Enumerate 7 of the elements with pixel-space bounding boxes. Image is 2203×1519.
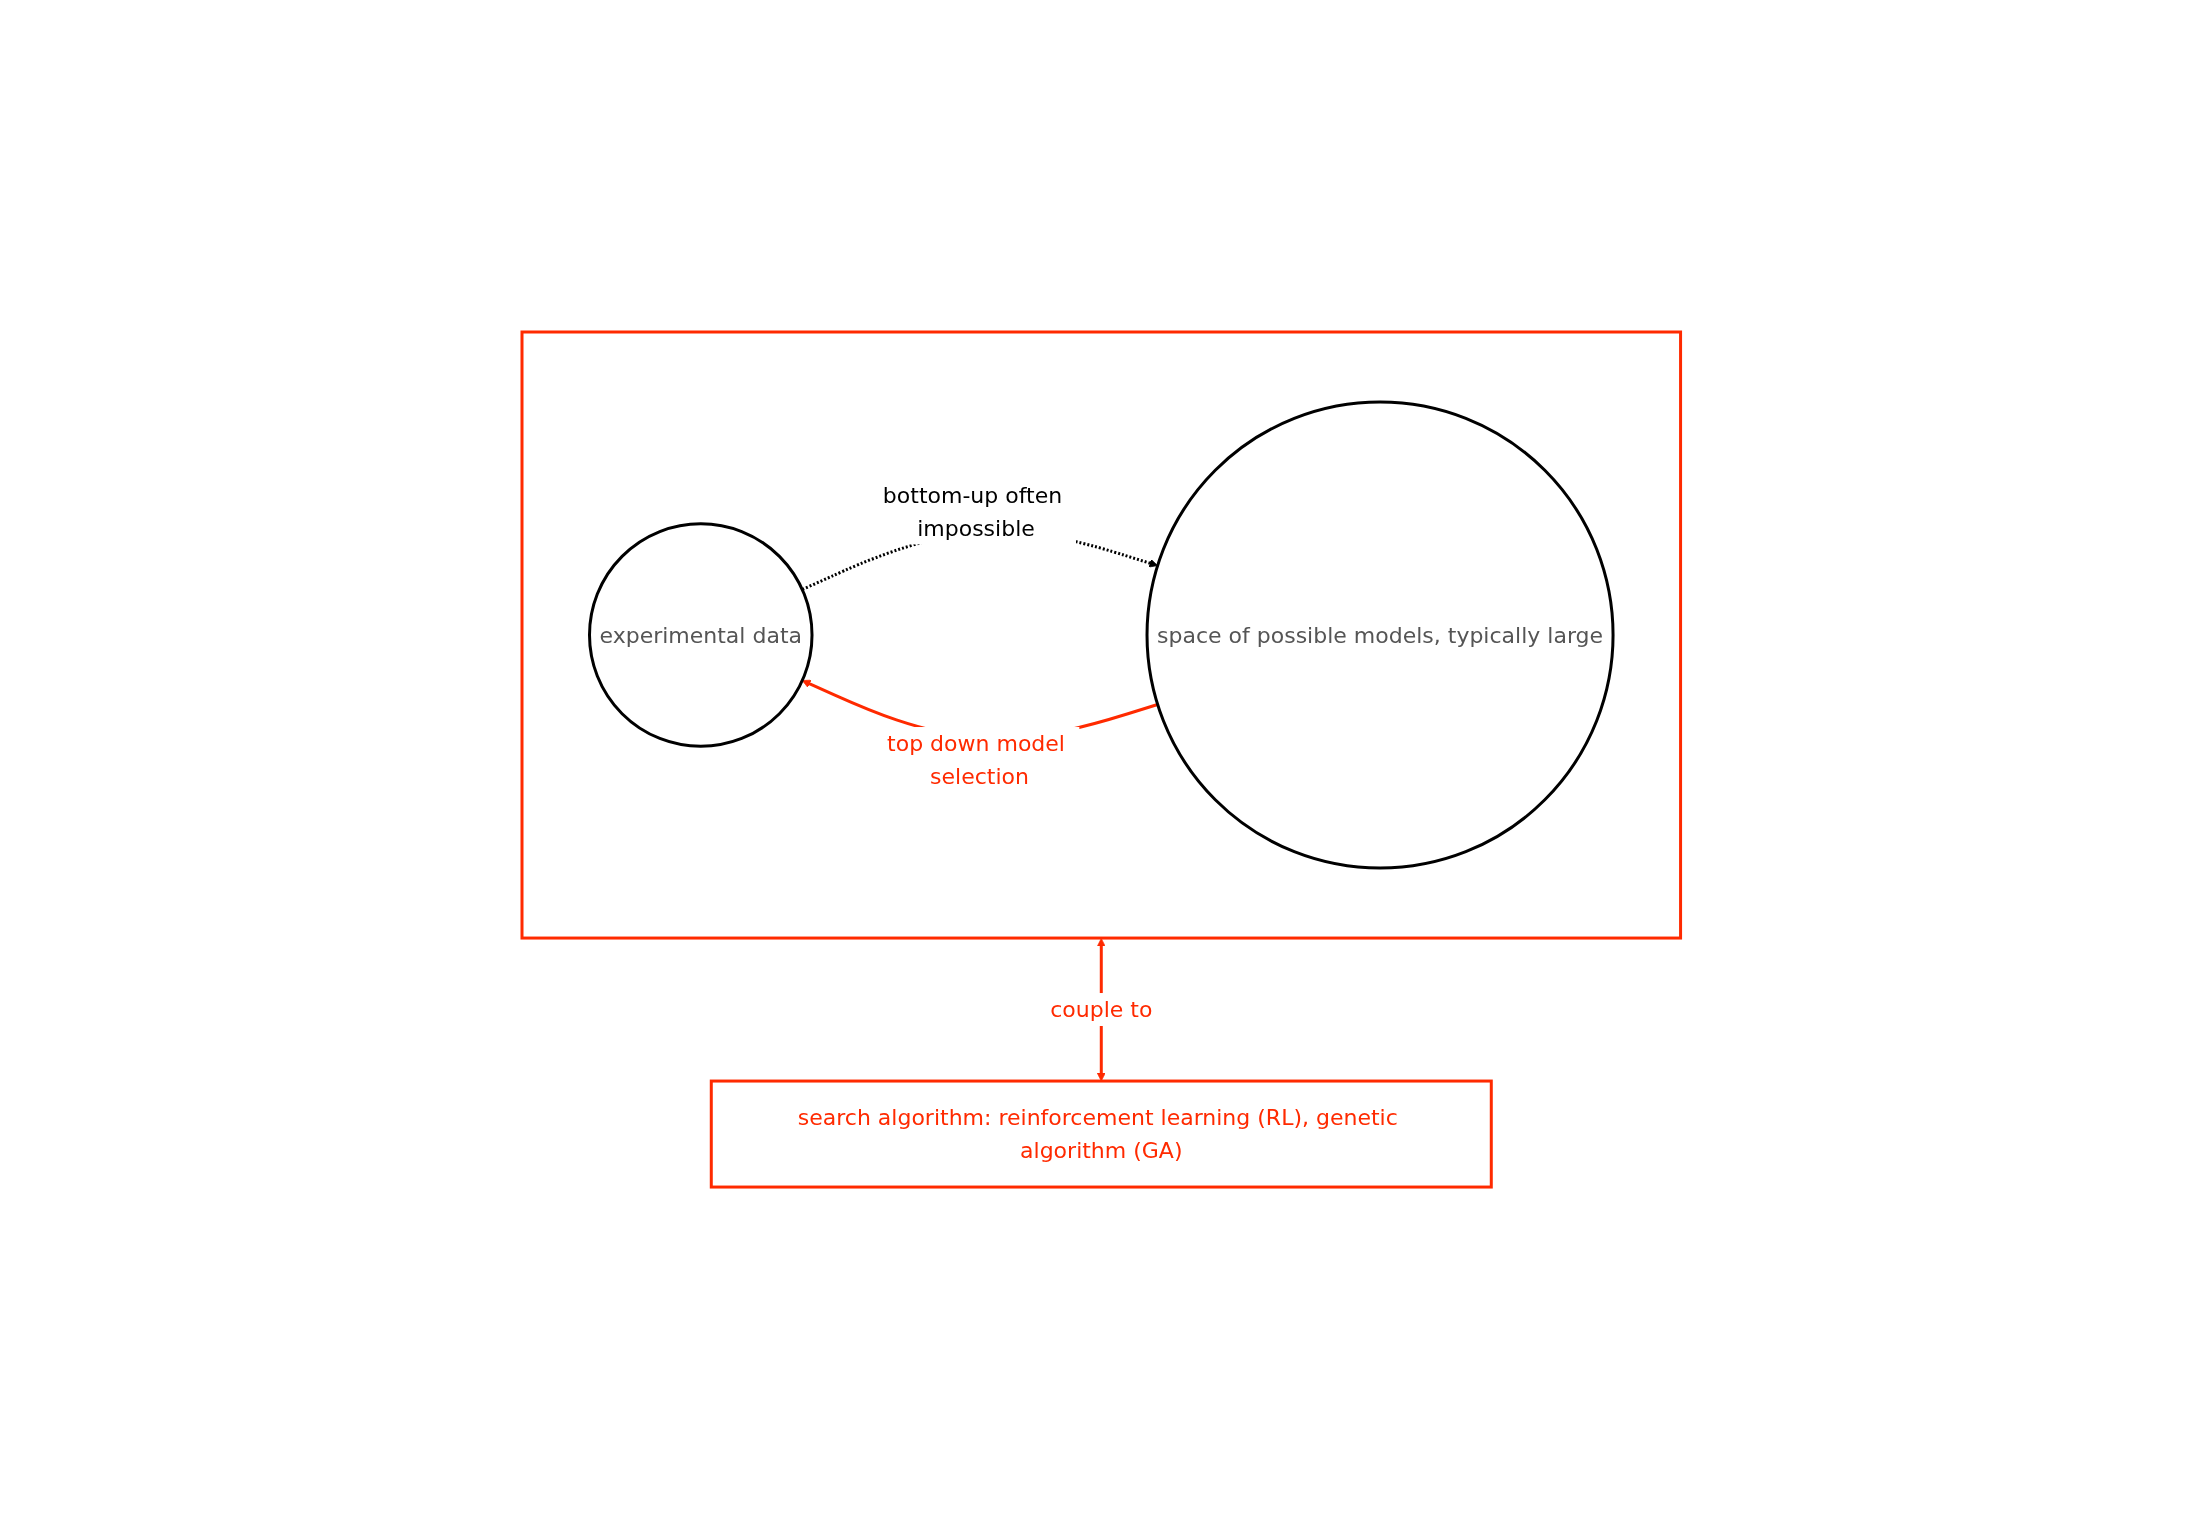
cluster [520,330,1683,940]
node-box: search algorithm: reinforcement learning (RL), genetic algorithm (GA) [710,1079,1493,1189]
edge-label: bottom-up often impossible [883,482,1063,541]
edge-label: couple to [1050,997,1153,1023]
node-circle: experimental data [588,522,814,748]
edge-label: top down model selection [887,731,1066,789]
node-circle: space of possible models, typically large [1145,400,1615,870]
